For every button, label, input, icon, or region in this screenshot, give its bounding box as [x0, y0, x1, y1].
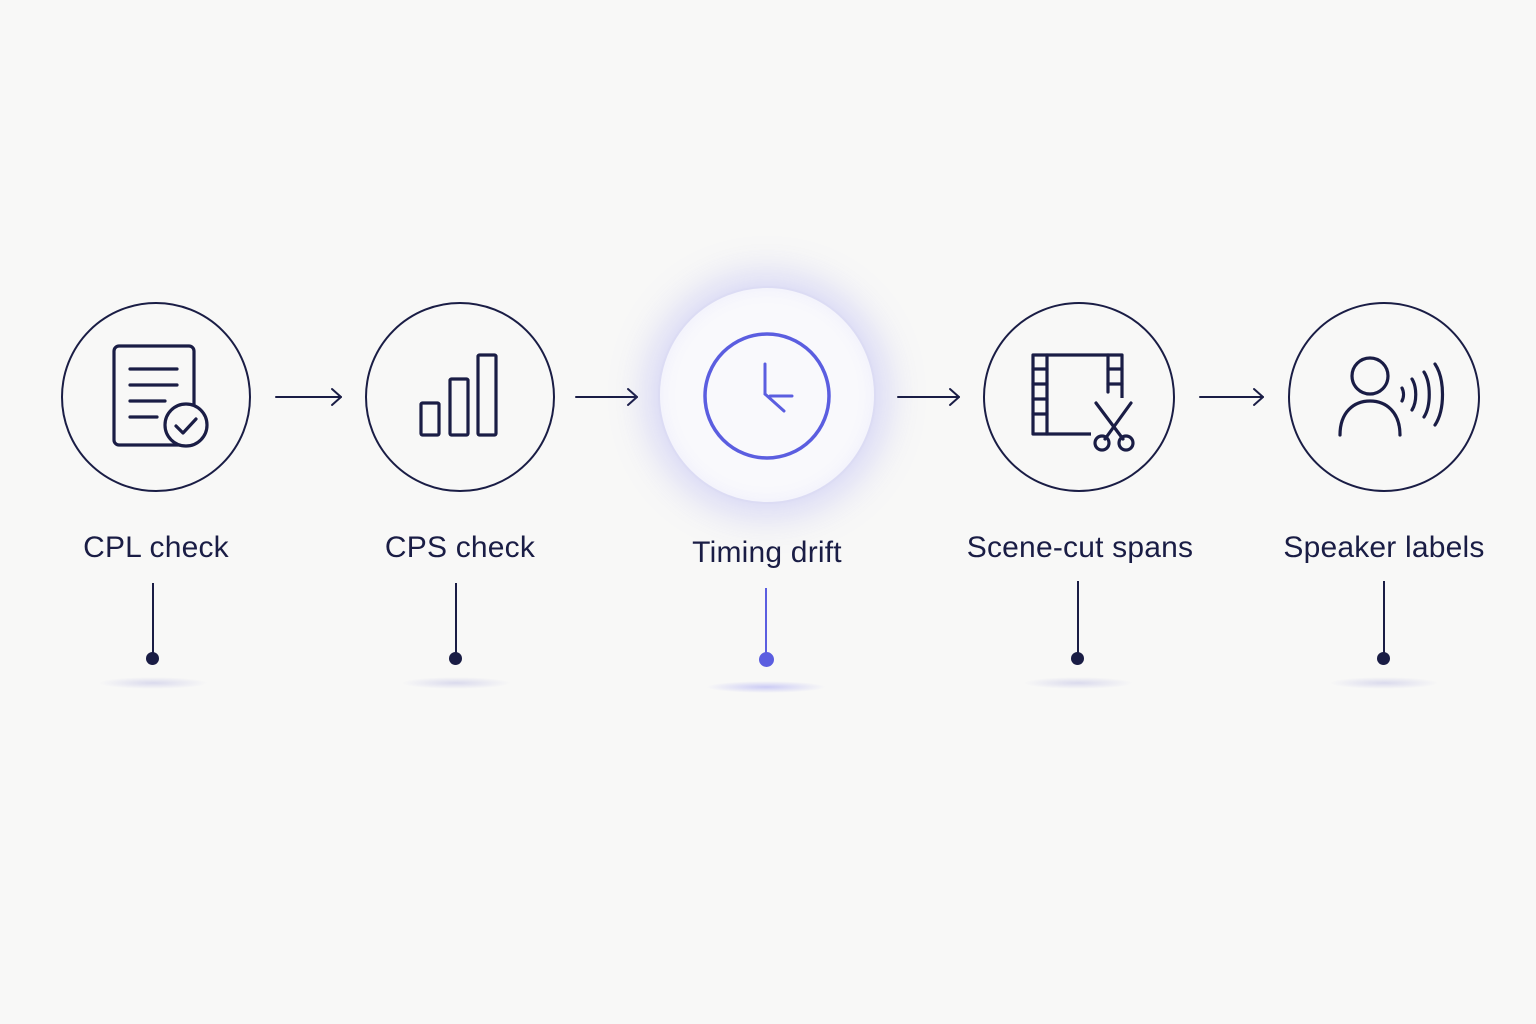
- step-stem: [765, 588, 767, 658]
- step-stem: [455, 583, 457, 653]
- step-dot: [449, 652, 462, 665]
- step-shadow: [706, 681, 826, 693]
- step-label: Speaker labels: [1283, 531, 1485, 564]
- arrow-right-icon: [1199, 388, 1264, 406]
- step-label: Timing drift: [692, 536, 842, 569]
- step-dot: [146, 652, 159, 665]
- step-shadow: [1023, 677, 1133, 689]
- step-circle: [983, 302, 1175, 492]
- step-stem: [152, 583, 154, 653]
- step-circle: [1288, 302, 1480, 492]
- step-label: CPL check: [83, 531, 229, 564]
- step-shadow: [401, 677, 511, 689]
- step-circle-active: [658, 286, 876, 504]
- step-shadow: [98, 677, 208, 689]
- bar-chart-icon: [419, 353, 498, 437]
- step-circle: [61, 302, 251, 492]
- step-dot: [1071, 652, 1084, 665]
- step-stem: [1077, 581, 1079, 653]
- step-shadow: [1329, 677, 1439, 689]
- clock-icon: [703, 332, 831, 460]
- step-stem: [1383, 581, 1385, 653]
- speaker-voice-icon: [1338, 356, 1445, 437]
- document-check-icon: [112, 344, 209, 448]
- arrow-right-icon: [275, 388, 342, 406]
- step-circle: [365, 302, 555, 492]
- step-label: CPS check: [384, 531, 536, 564]
- arrow-right-icon: [575, 388, 638, 406]
- step-dot: [759, 652, 774, 667]
- arrow-right-icon: [897, 388, 960, 406]
- film-scissors-icon: [1031, 353, 1137, 452]
- step-label: Scene-cut spans: [966, 531, 1194, 564]
- step-dot: [1377, 652, 1390, 665]
